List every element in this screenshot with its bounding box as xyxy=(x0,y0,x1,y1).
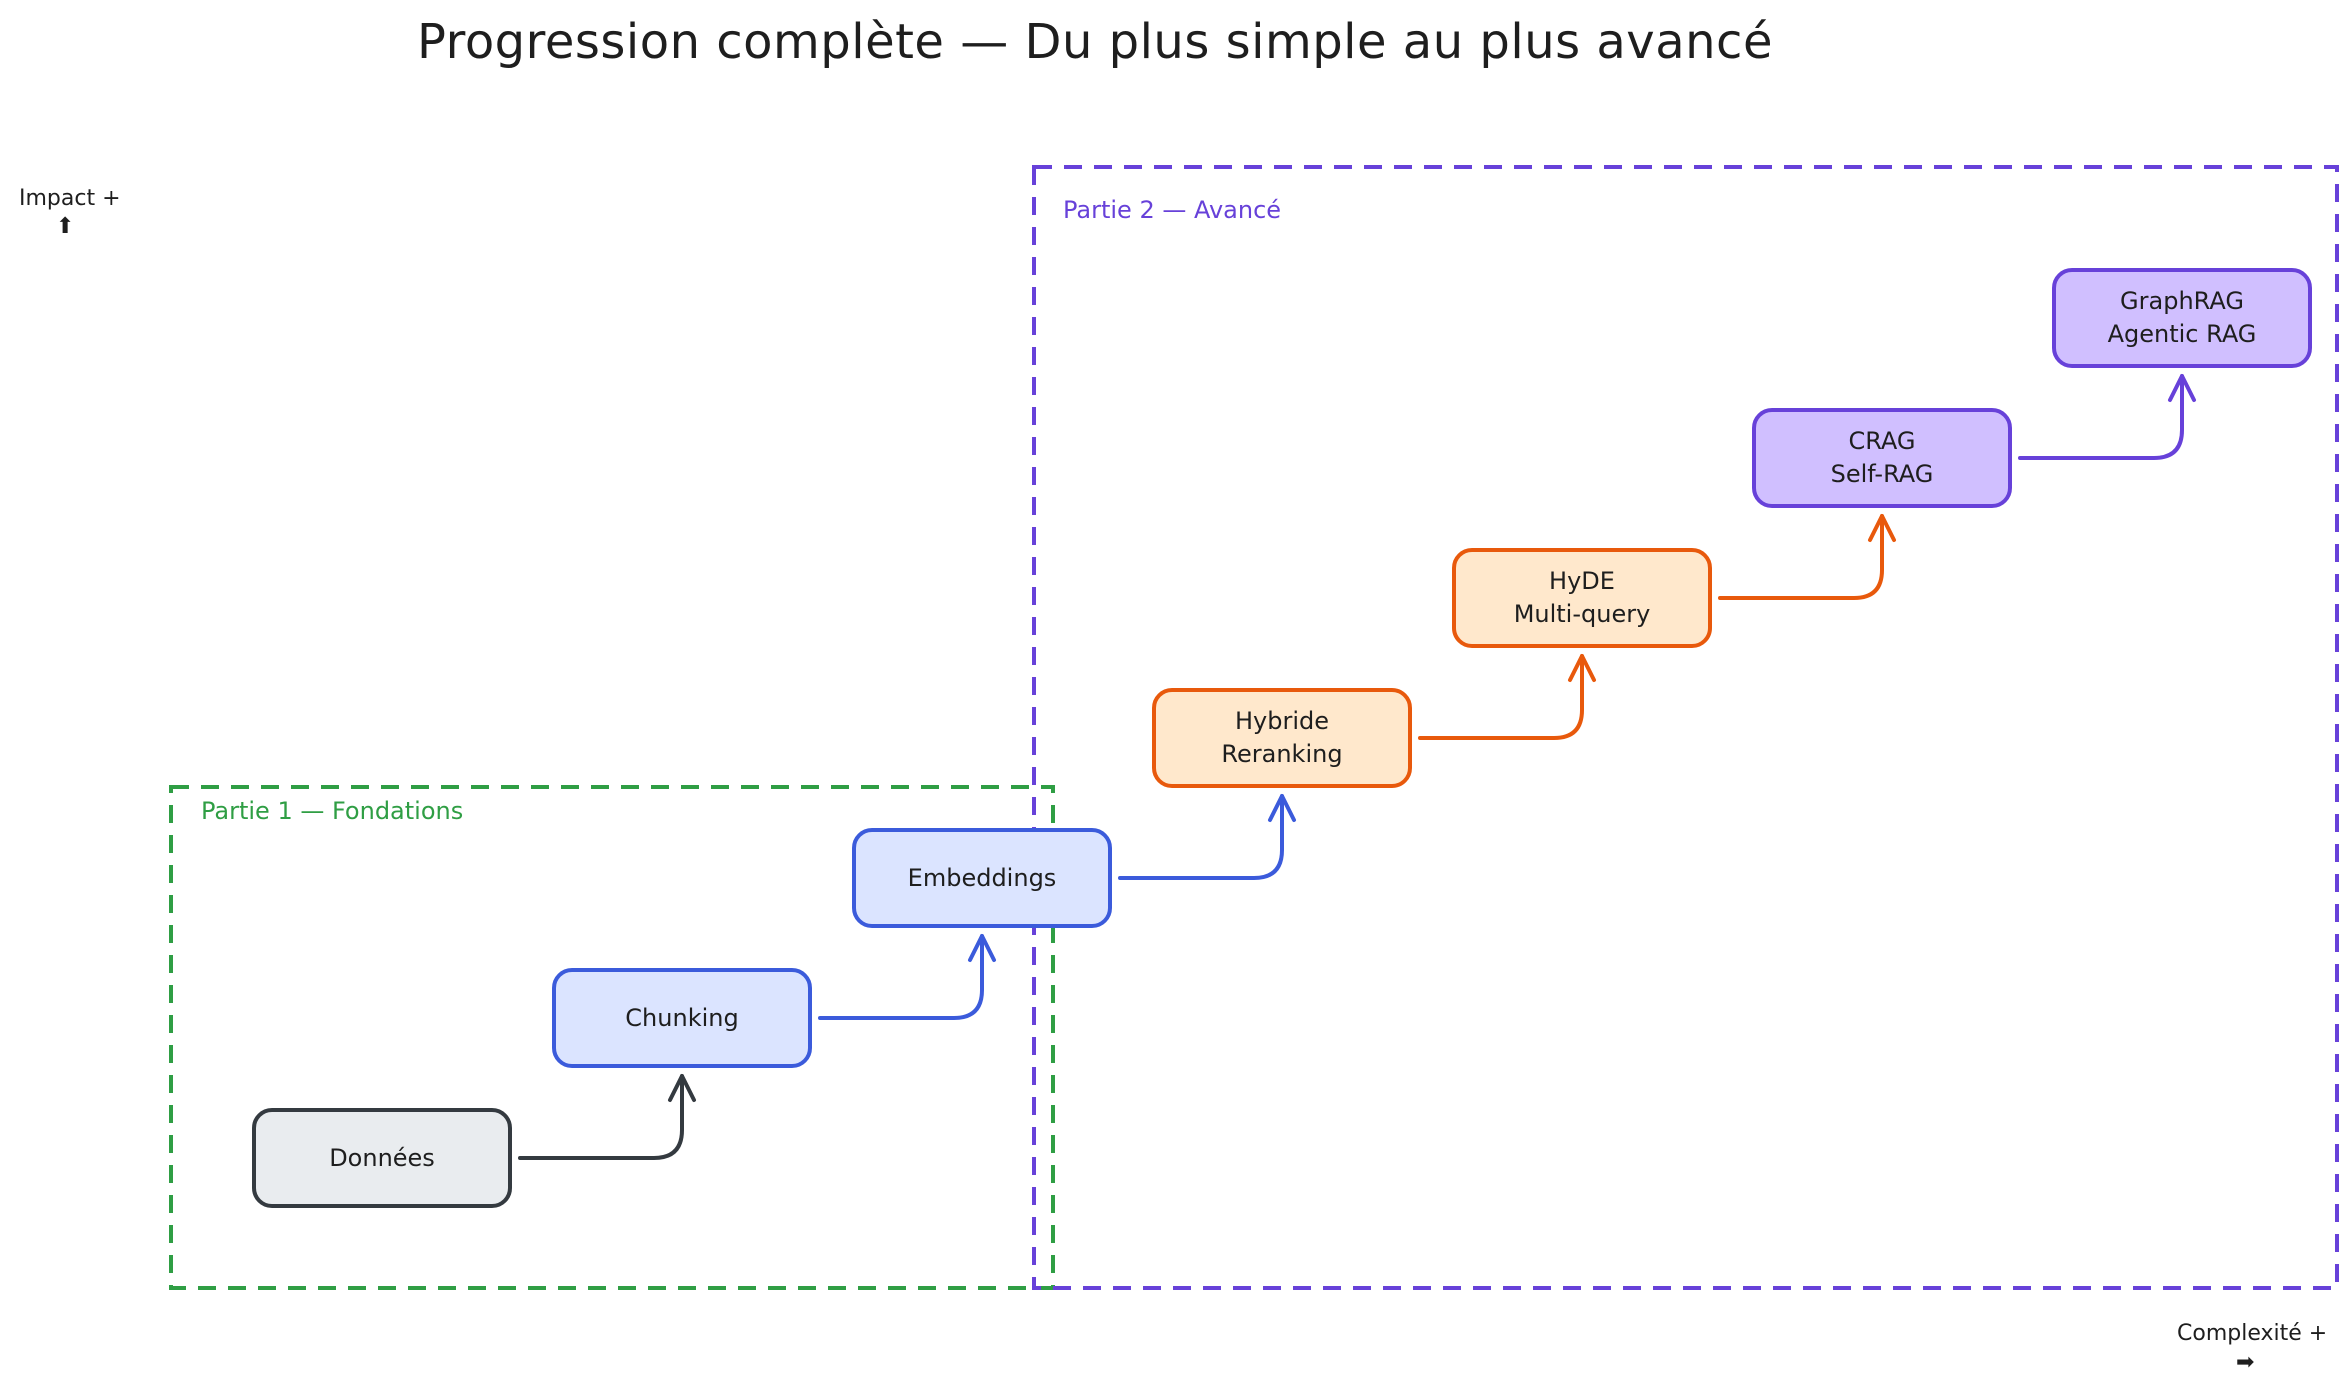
node-label: Agentic RAG xyxy=(2107,320,2257,348)
arrowhead-icon xyxy=(1268,794,1296,822)
region-part2-frame xyxy=(1032,165,2339,1290)
node-label: Multi-query xyxy=(1513,600,1651,628)
node-label: Self-RAG xyxy=(1830,460,1934,488)
node-graphrag-agentic: GraphRAG Agentic RAG xyxy=(2052,268,2312,368)
node-chunking: Chunking xyxy=(552,968,812,1068)
region-part2-label: Partie 2 — Avancé xyxy=(1063,196,1282,224)
node-label: Chunking xyxy=(625,1003,739,1032)
connector-arrow xyxy=(1418,654,1584,740)
node-donnees: Données xyxy=(252,1108,512,1208)
node-label: GraphRAG xyxy=(2120,287,2244,315)
y-axis-label: Impact + xyxy=(19,186,121,211)
arrowhead-icon xyxy=(1868,514,1896,542)
connector-arrow xyxy=(1118,794,1284,880)
node-label: CRAG xyxy=(1848,427,1916,455)
right-arrow-icon: ➡ xyxy=(2236,1350,2255,1375)
node-label: Embeddings xyxy=(907,863,1057,892)
arrowhead-icon xyxy=(1568,654,1596,682)
diagram-title: Progression complète — Du plus simple au… xyxy=(417,14,1773,70)
node-label: HyDE xyxy=(1549,567,1615,595)
arrowhead-icon xyxy=(668,1074,696,1102)
node-embeddings: Embeddings xyxy=(852,828,1112,928)
region-part1-label: Partie 1 — Fondations xyxy=(201,797,464,825)
x-axis-label: Complexité + xyxy=(2177,1321,2328,1346)
connector-arrow xyxy=(2018,374,2184,460)
arrowhead-icon xyxy=(2168,374,2196,402)
node-label: Données xyxy=(329,1143,435,1172)
connector-arrow xyxy=(1718,514,1884,600)
node-crag-selfrag: CRAG Self-RAG xyxy=(1752,408,2012,508)
up-arrow-icon: ⬆ xyxy=(56,214,75,239)
connector-arrow xyxy=(818,934,984,1020)
node-label: Reranking xyxy=(1221,740,1343,768)
connector-arrow xyxy=(518,1074,684,1160)
node-hyde-multiquery: HyDE Multi-query xyxy=(1452,548,1712,648)
arrowhead-icon xyxy=(968,934,996,962)
node-label: Hybride xyxy=(1234,707,1330,735)
